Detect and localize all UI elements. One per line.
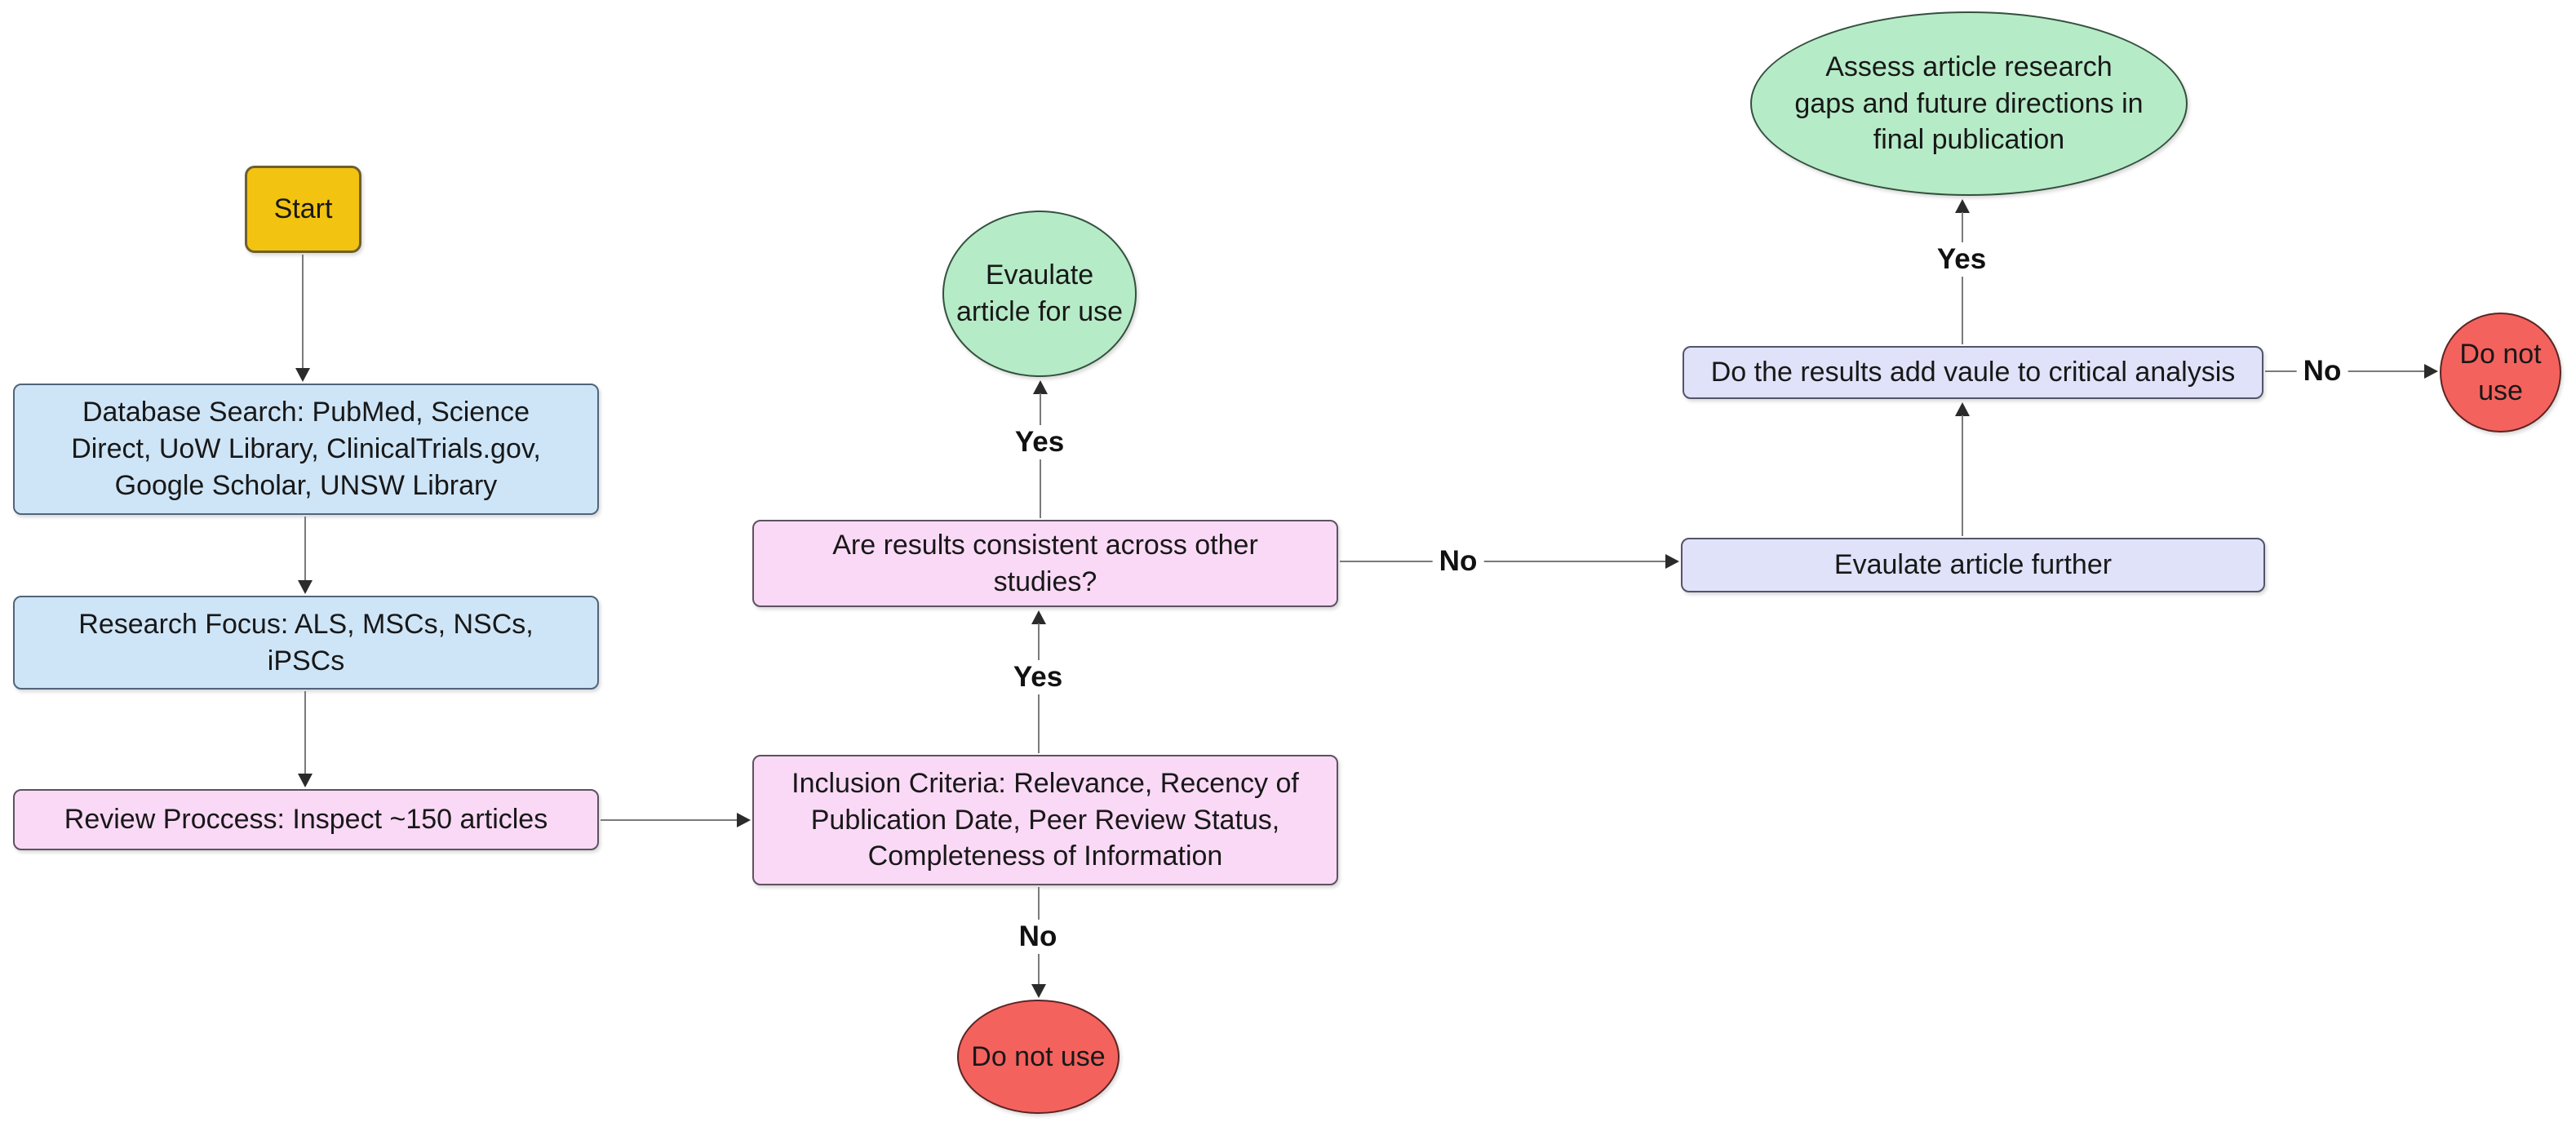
node-evaluate-article-for-use: Evaulate article for use	[942, 211, 1137, 377]
arrow-add-value-to-assess	[1962, 212, 1963, 344]
node-evaluate-article-further: Evaulate article further	[1681, 538, 2265, 592]
arrowhead-right	[737, 813, 751, 827]
arrow-consistent-to-evaluate-further	[1340, 561, 1666, 562]
arrowhead-up	[1033, 380, 1048, 394]
node-assess-research-gaps: Assess article research gaps and future …	[1750, 11, 2188, 196]
edge-label-yes: Yes	[1008, 425, 1071, 459]
node-results-add-value: Do the results add vaule to critical ana…	[1683, 346, 2263, 399]
node-inclusion-criteria: Inclusion Criteria: Relevance, Recency o…	[752, 755, 1338, 885]
node-results-consistent: Are results consistent across other stud…	[752, 520, 1338, 607]
edge-label-no: No	[2296, 354, 2348, 388]
node-research-focus: Research Focus: ALS, MSCs, NSCs, iPSCs	[13, 596, 599, 690]
edge-label-no: No	[1012, 920, 1064, 954]
node-review-process: Review Proccess: Inspect ~150 articles	[13, 789, 599, 850]
arrow-review-to-inclusion	[601, 819, 738, 821]
node-database-search: Database Search: PubMed, Science Direct,…	[13, 384, 599, 515]
arrow-evaluate-further-to-add-value	[1962, 415, 1963, 536]
arrowhead-down	[1031, 984, 1046, 998]
arrowhead-down	[295, 368, 310, 382]
arrow-database-to-research	[304, 517, 306, 582]
edge-label-no: No	[1432, 544, 1484, 579]
arrowhead-down	[298, 774, 313, 787]
node-start: Start	[245, 166, 361, 253]
edge-label-yes: Yes	[1930, 242, 1993, 277]
edge-label-yes: Yes	[1006, 660, 1070, 694]
arrowhead-up	[1031, 610, 1046, 624]
arrow-start-to-database	[302, 255, 304, 369]
arrowhead-up	[1955, 199, 1970, 213]
arrowhead-right	[1665, 554, 1679, 569]
node-do-not-use-right: Do not use	[2440, 313, 2561, 432]
arrowhead-down	[298, 580, 313, 594]
node-do-not-use-bottom: Do not use	[957, 1000, 1120, 1114]
arrow-research-to-review	[304, 691, 306, 774]
arrowhead-up	[1955, 402, 1970, 416]
arrowhead-right	[2424, 364, 2438, 379]
